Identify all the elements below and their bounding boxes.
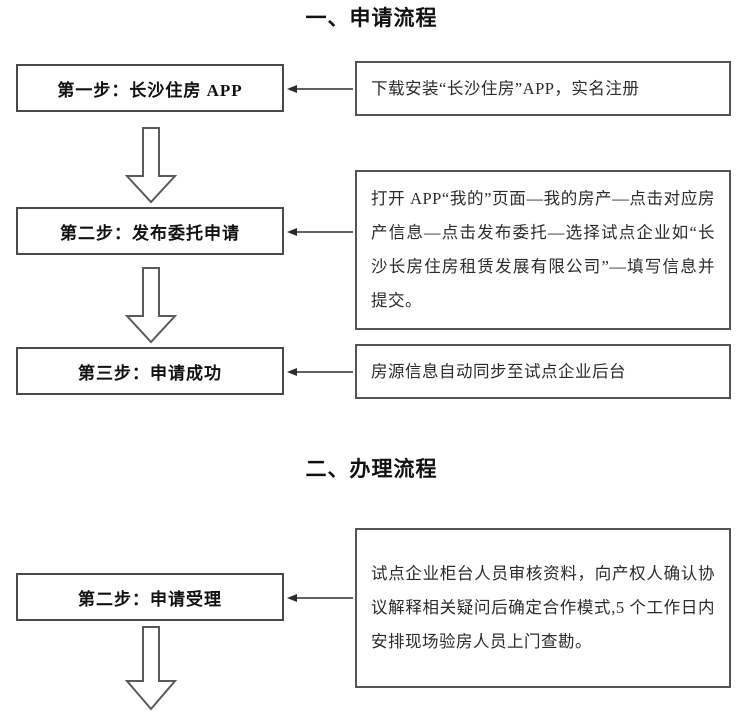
description-text: 下载安装“长沙住房”APP，实名注册: [371, 78, 640, 98]
horizontal-arrow-left-icon: [287, 591, 353, 603]
section-heading-handling-process: 二、办理流程: [305, 457, 438, 481]
description-box-third-step: 房源信息自动同步至试点企业后台: [355, 344, 731, 399]
step-label: 第三步：申请成功: [78, 363, 222, 383]
down-arrow-icon: [124, 266, 178, 344]
step-box-third-step: 第三步：申请成功: [16, 347, 284, 395]
horizontal-arrow-left-icon: [287, 82, 353, 94]
down-arrow-icon: [124, 126, 178, 204]
step-box-second-step: 第二步：发布委托申请: [16, 207, 284, 255]
description-text: 房源信息自动同步至试点企业后台: [371, 361, 626, 381]
step-box-first-step: 第一步：长沙住房 APP: [16, 64, 284, 112]
step-label: 第二步：发布委托申请: [60, 223, 240, 243]
description-box-application-acceptance: 试点企业柜台人员审核资料，向产权人确认协议解释相关疑问后确定合作模式,5 个工作…: [355, 528, 731, 688]
step-box-application-acceptance: 第二步：申请受理: [16, 573, 284, 621]
description-box-first-step: 下载安装“长沙住房”APP，实名注册: [355, 61, 731, 116]
step-label: 第一步：长沙住房 APP: [57, 80, 243, 100]
description-text: 试点企业柜台人员审核资料，向产权人确认协议解释相关疑问后确定合作模式,5 个工作…: [371, 564, 715, 651]
step-label: 第二步：申请受理: [78, 589, 222, 609]
horizontal-arrow-left-icon: [287, 225, 353, 237]
down-arrow-icon: [124, 625, 178, 712]
description-text: 打开 APP“我的”页面—我的房产—点击对应房产信息—点击发布委托—选择试点企业…: [371, 189, 715, 310]
section-heading-application-process: 一、申请流程: [305, 6, 438, 30]
horizontal-arrow-left-icon: [287, 365, 353, 377]
description-box-second-step: 打开 APP“我的”页面—我的房产—点击对应房产信息—点击发布委托—选择试点企业…: [355, 170, 731, 330]
